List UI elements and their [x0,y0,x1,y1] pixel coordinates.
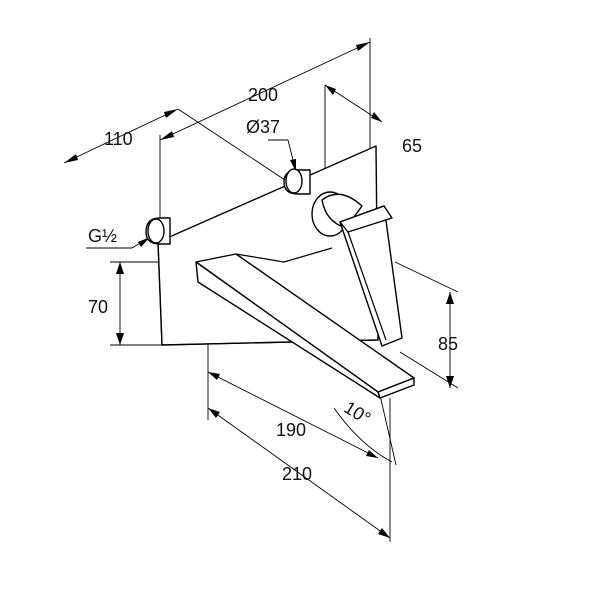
dimension-labels: 200 110 65 Ø37 G½ 70 85 190 210 10° [88,85,458,484]
dim-210: 210 [282,464,312,484]
dim-70: 70 [88,297,108,317]
dim-65: 65 [402,136,422,156]
spout [195,247,415,399]
dimension-arrows [64,42,454,538]
dim-diameter-37: Ø37 [246,117,280,137]
dim-85: 85 [438,334,458,354]
inlet-connector-left [145,217,171,245]
dim-190: 190 [276,420,306,440]
dim-110: 110 [104,129,133,149]
dim-angle-10: 10° [341,397,375,428]
faucet-body [145,145,415,399]
dim-thread-g-half: G½ [88,226,117,246]
lever-handle [339,205,403,347]
dim-200: 200 [248,85,278,105]
inlet-connector-top [283,168,311,195]
